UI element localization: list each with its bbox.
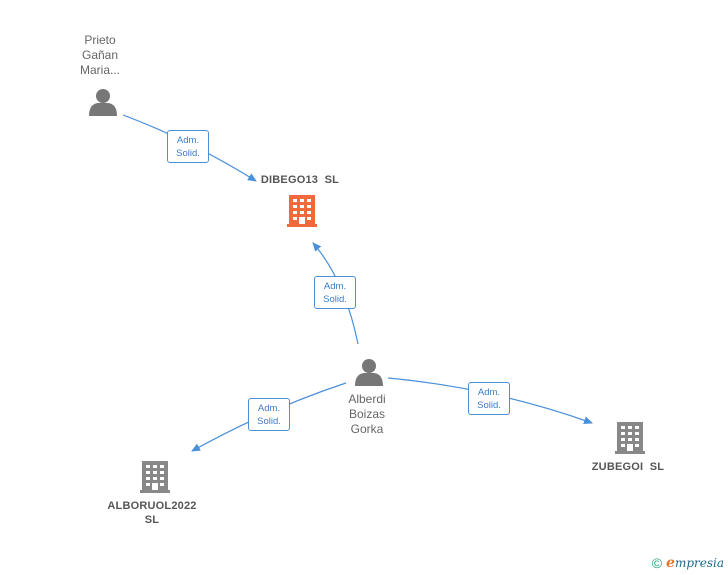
person-name-line: Maria...	[79, 63, 120, 77]
company-name-line: SL	[144, 514, 160, 526]
person-label-prieto[interactable]: Prieto Gañan Maria...	[60, 33, 140, 78]
edge-label-prieto-dibego: Adm. Solid.	[167, 130, 209, 163]
person-icon[interactable]	[89, 89, 117, 116]
person-name-line: Gorka	[350, 422, 384, 436]
person-name-line: Gañan	[81, 48, 119, 62]
copyright-icon: ©	[651, 555, 663, 571]
person-name-line: Prieto	[84, 33, 116, 47]
person-label-alberdi[interactable]: Alberdi Boizas Gorka	[327, 392, 407, 437]
brand-initial: e	[666, 555, 675, 571]
edge-role-line: Solid.	[477, 400, 501, 411]
edge-label-alberdi-alboruol: Adm. Solid.	[248, 398, 290, 431]
edge-role-line: Adm.	[176, 135, 200, 146]
edge-role-line: Solid.	[323, 294, 347, 305]
person-name-line: Boizas	[348, 407, 386, 421]
person-name-line: Alberdi	[348, 392, 386, 406]
brand-text: mpresia	[674, 556, 724, 570]
edge-label-alberdi-zubegoi: Adm. Solid.	[468, 382, 510, 415]
company-label-dibego[interactable]: DIBEGO13 SL	[260, 174, 340, 186]
edge-label-alberdi-dibego: Adm. Solid.	[314, 276, 356, 309]
edge-role-line: Solid.	[176, 148, 200, 159]
building-icon[interactable]	[615, 422, 645, 454]
person-icon[interactable]	[355, 359, 383, 386]
company-label-alboruol[interactable]: ALBORUOL2022 SL	[92, 499, 212, 527]
edge-role-line: Adm.	[477, 387, 501, 398]
brand-logo[interactable]: empresia	[666, 555, 724, 571]
edge-role-line: Adm.	[257, 403, 281, 414]
building-icon[interactable]	[287, 195, 317, 227]
building-icon[interactable]	[140, 461, 170, 493]
edge-role-line: Solid.	[257, 416, 281, 427]
company-label-zubegoi[interactable]: ZUBEGOI SL	[591, 461, 665, 473]
company-name-line: ALBORUOL2022	[107, 500, 197, 512]
edge-role-line: Adm.	[323, 281, 347, 292]
footer-brand: © empresia	[652, 555, 724, 571]
